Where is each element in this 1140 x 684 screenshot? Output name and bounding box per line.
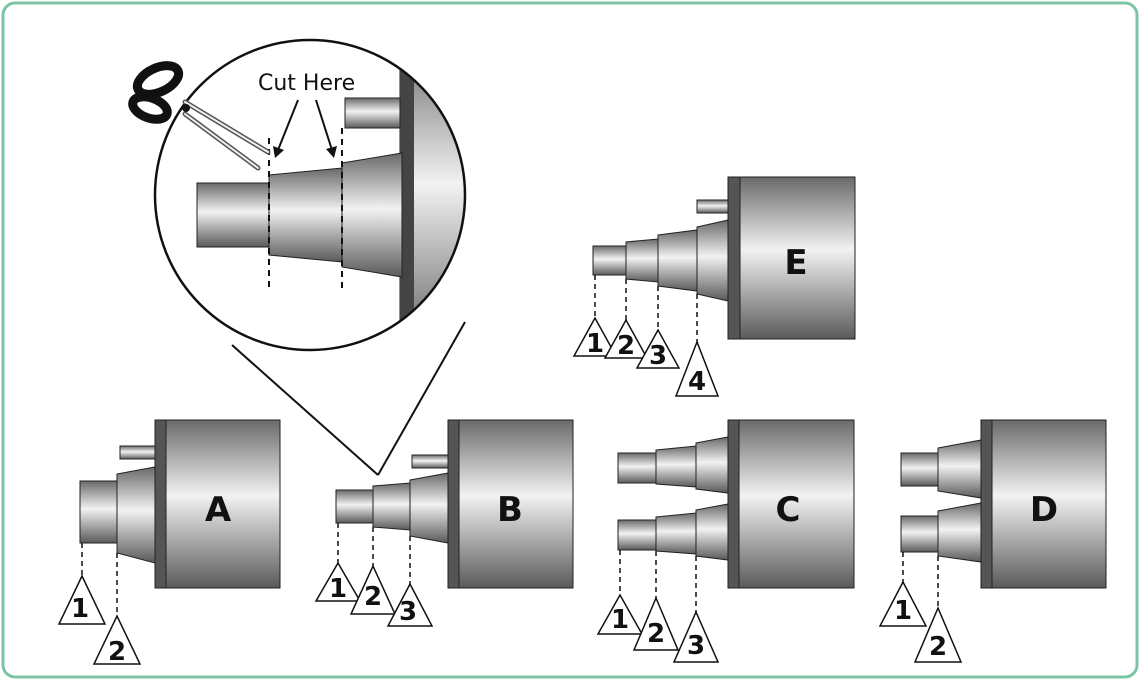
marker-1: 1 [596,593,644,635]
zoom-circle [153,38,467,352]
marker-3: 3 [635,328,681,371]
adapter-c-upper-stem [617,436,729,494]
marker-2: 2 [913,606,963,663]
adapter-label: A [205,490,232,530]
adapter-label: D [1030,490,1058,530]
marker-2: 2 [632,596,680,651]
svg-text:1: 1 [586,329,604,359]
marker-2: 2 [349,564,397,615]
svg-text:1: 1 [611,605,629,635]
svg-text:2: 2 [364,582,382,612]
cut-here-label: Cut Here [258,71,355,96]
marker-1: 1 [878,580,928,627]
marker-1: 1 [572,316,618,359]
svg-text:3: 3 [399,597,417,627]
marker-2: 2 [92,614,142,667]
adapter-label: C [776,490,801,530]
adapter-label: E [784,243,807,283]
adapter-d: D 1 2 [878,419,1107,663]
adapter-a: A 1 2 [57,419,281,667]
svg-text:3: 3 [687,631,705,661]
svg-text:2: 2 [108,637,126,667]
svg-text:1: 1 [894,596,912,626]
svg-text:2: 2 [617,331,635,361]
marker-4: 4 [674,339,720,397]
adapter-d-upper-stem [900,439,982,499]
marker-3: 3 [672,610,720,663]
marker-1: 1 [57,574,107,625]
zoom-callout-line [231,344,379,476]
cut-arrow [277,99,299,151]
marker-2: 2 [603,318,649,361]
zoom-callout-line [377,321,466,476]
marker-3: 3 [386,582,434,627]
zoom-detail: Cut Here [153,38,467,352]
adapter-b: B 1 2 3 [314,419,574,627]
svg-text:4: 4 [688,367,706,397]
scissors-icon [128,61,271,171]
svg-text:3: 3 [649,341,667,371]
svg-text:1: 1 [71,594,89,624]
adapter-c: C 1 2 3 [596,419,855,663]
adapter-label: B [497,490,523,530]
svg-text:2: 2 [929,632,947,662]
svg-text:1: 1 [329,574,347,604]
cut-arrow [315,99,333,151]
adapter-d-lower-stem [900,502,982,563]
marker-1: 1 [314,561,362,604]
adapter-e: E 1 2 3 4 [572,176,856,397]
adapter-c-lower-stem [617,503,729,561]
svg-text:2: 2 [647,619,665,649]
